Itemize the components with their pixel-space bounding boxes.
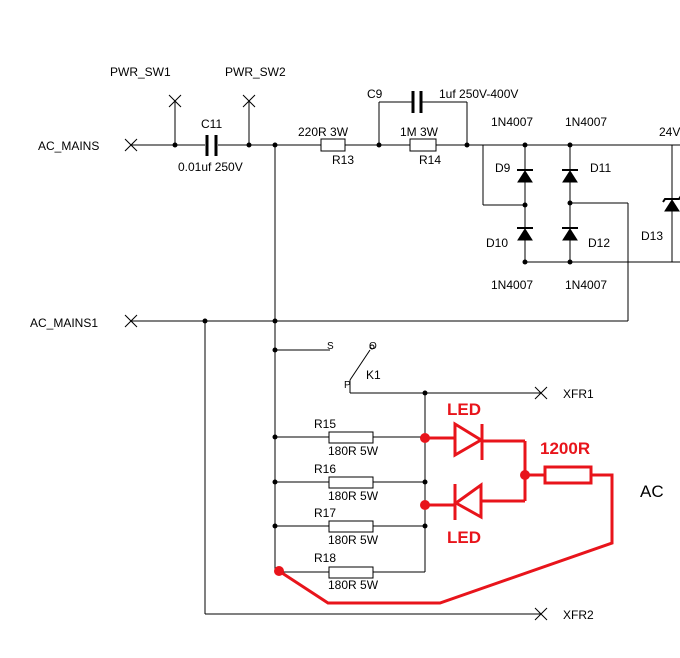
terminal-pwr-sw1 [168,94,182,108]
resistor-1200r [543,465,593,485]
label-r14-value: 1M 3W [400,125,439,139]
label-c9-ref: C9 [367,87,383,101]
label-ac-mains: AC_MAINS [38,139,99,153]
red-led-modification [274,421,614,605]
diode-d11 [562,169,578,183]
label-d12-ref: D12 [588,236,610,250]
capacitor-c9 [411,91,423,113]
label-d13-ref: D13 [641,229,663,243]
label-r18-ref: R18 [314,551,336,565]
label-d11-part: 1N4007 [565,115,607,129]
label-c11-value: 0.01uf 250V [178,160,243,174]
label-xfr2: XFR2 [563,608,594,622]
label-ac-mains1: AC_MAINS1 [30,316,98,330]
diode-d9 [517,169,533,183]
capacitor-c11 [205,135,218,156]
resistor-r14 [409,138,437,152]
label-d10-ref: D10 [486,236,508,250]
label-r15-value: 180R 5W [328,444,379,458]
resistor-r17 [328,520,374,533]
label-1200r: 1200R [540,439,590,458]
terminal-ac-mains [124,138,138,152]
resistor-r13 [320,138,346,152]
label-d10-part: 1N4007 [491,278,533,292]
label-led-top: LED [447,400,481,419]
relay-contact [369,344,375,350]
label-d9-ref: D9 [495,161,511,175]
label-d13-value: 24V [659,125,680,139]
label-r16-value: 180R 5W [328,489,379,503]
diode-d10 [517,227,533,241]
label-r14-ref: R14 [419,153,441,167]
label-k1-p: P [344,380,351,391]
label-d11-ref: D11 [590,161,611,175]
label-d9-part: 1N4007 [491,115,533,129]
zener-d13 [662,195,680,212]
junction-dots [172,142,573,529]
label-c9-value: 1uf 250V-400V [439,87,518,101]
led-bottom-symbol [453,482,483,520]
label-r16-ref: R16 [314,462,336,476]
label-r17-value: 180R 5W [328,533,379,547]
label-r15-ref: R15 [314,417,336,431]
label-r18-value: 180R 5W [328,578,379,592]
diode-d12 [562,227,578,241]
terminal-pwr-sw2 [242,94,256,108]
label-d12-part: 1N4007 [565,278,607,292]
wiring [131,101,680,615]
resistor-r18 [328,566,374,579]
resistor-r15 [328,431,374,444]
label-k1-ref: K1 [366,368,381,382]
led-top-symbol [453,421,484,458]
terminal-xfr1 [534,386,548,400]
label-pwr-sw1: PWR_SW1 [110,65,171,79]
label-k1-s: S [327,341,334,352]
label-led-bottom: LED [447,528,481,547]
label-k1-o: O [369,341,377,352]
resistor-r16 [328,476,374,489]
label-ac-note: AC [640,482,664,501]
label-r13-value: 220R 3W [298,125,349,139]
label-c11-ref: C11 [201,117,222,131]
label-xfr1: XFR1 [563,387,594,401]
label-r13-ref: R13 [332,153,354,167]
label-r17-ref: R17 [314,506,336,520]
terminal-xfr2 [534,607,548,621]
terminal-ac-mains1 [124,314,138,328]
label-pwr-sw2: PWR_SW2 [225,65,286,79]
